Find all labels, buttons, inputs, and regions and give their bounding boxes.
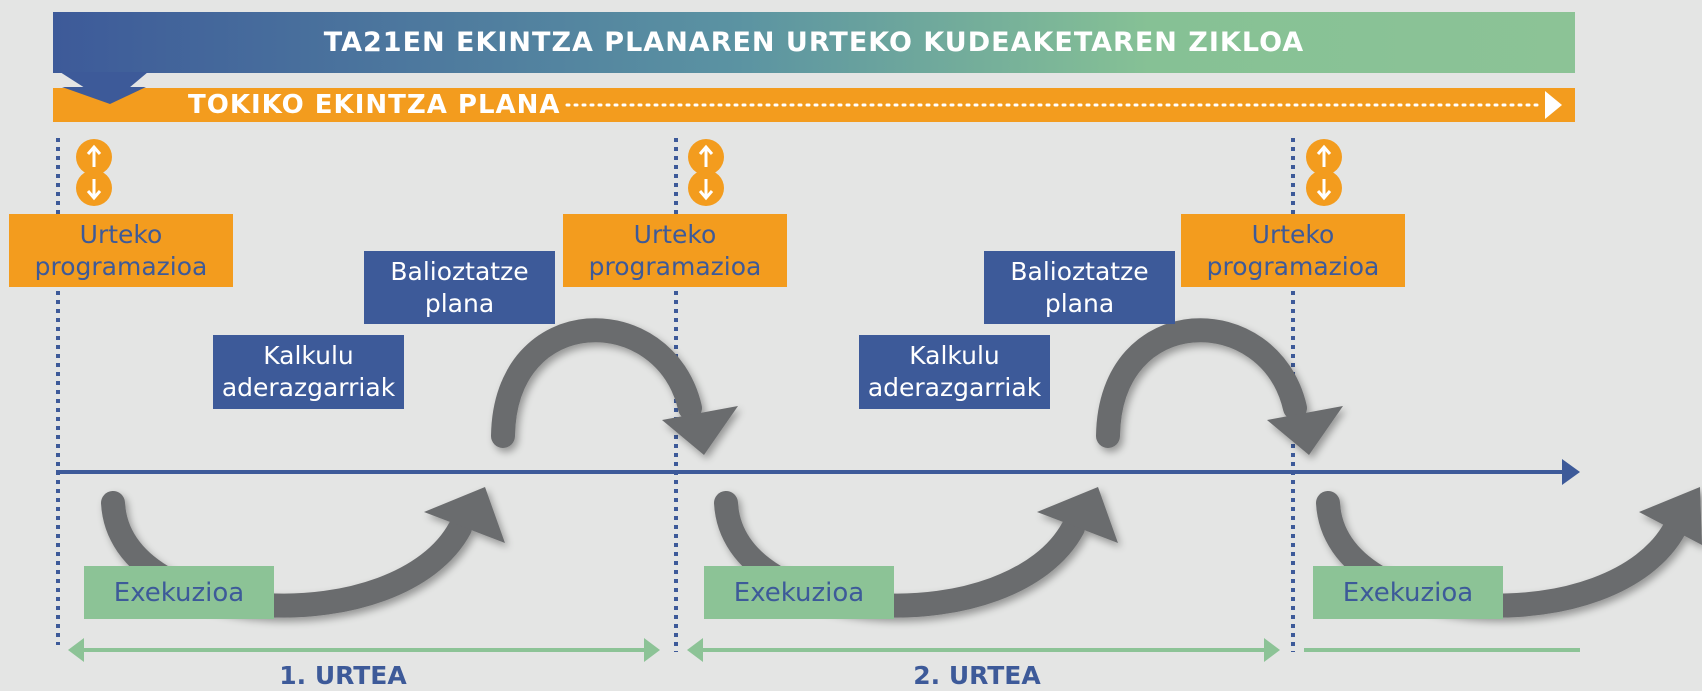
box-line: Balioztatze <box>1010 256 1149 286</box>
curved-arrow-icon <box>424 487 505 543</box>
box-line: plana <box>1044 288 1115 318</box>
curved-arrow-icon <box>1267 406 1343 455</box>
curved-arrow-icon <box>662 406 738 455</box>
box-line: Exekuzioa <box>1342 577 1474 608</box>
box-line: Urteko <box>633 219 717 249</box>
curved-arrow-icon <box>491 318 702 448</box>
balioztatze-plana-box: Balioztatze plana <box>364 251 555 324</box>
title-banner <box>53 12 1575 73</box>
up-down-arrows-icon <box>76 139 112 206</box>
box-line: Urteko <box>1251 219 1335 249</box>
up-down-arrows-icon <box>688 139 724 206</box>
year-span-2 <box>687 638 1280 662</box>
box-line: programazioa <box>1206 251 1380 281</box>
up-down-arrows-icon <box>1306 139 1342 206</box>
curved-arrow-icon <box>1037 487 1118 543</box>
year-span-1 <box>68 638 660 662</box>
year-label: 2. URTEA <box>913 661 1041 690</box>
urteko-programazioa-box: Urteko programazioa <box>9 214 233 287</box>
box-line: Kalkulu <box>263 341 354 370</box>
curved-arrow-icon <box>1096 318 1307 448</box>
curved-arrow-icon <box>1639 487 1702 545</box>
timeline-arrowhead <box>1562 459 1580 485</box>
box-line: Exekuzioa <box>733 577 865 608</box>
plan-label: TOKIKO EKINTZA PLANA <box>188 90 561 120</box>
year-label: 1. URTEA <box>279 661 407 690</box>
box-line: Kalkulu <box>909 341 1000 370</box>
box-line: aderazgarriak <box>221 373 396 402</box>
box-line: Urteko <box>79 219 163 249</box>
box-line: Exekuzioa <box>113 577 245 608</box>
plan-arrowhead <box>1545 91 1562 119</box>
urteko-programazioa-box: Urteko programazioa <box>1181 214 1405 287</box>
box-line: programazioa <box>588 251 762 281</box>
box-line: plana <box>424 288 495 318</box>
box-line: Balioztatze <box>390 256 529 286</box>
urteko-programazioa-box: Urteko programazioa <box>563 214 787 287</box>
exekuzioa-box: Exekuzioa <box>704 566 894 619</box>
box-line: aderazgarriak <box>867 373 1042 402</box>
box-line: programazioa <box>34 251 208 281</box>
kalkulu-aderazgarriak-box: Kalkulu aderazgarriak <box>213 335 404 409</box>
exekuzioa-box: Exekuzioa <box>1313 566 1503 619</box>
kalkulu-aderazgarriak-box: Kalkulu aderazgarriak <box>859 335 1050 409</box>
balioztatze-plana-box: Balioztatze plana <box>984 251 1175 324</box>
diagram-title: TA21EN EKINTZA PLANAREN URTEKO KUDEAKETA… <box>323 27 1305 58</box>
banner-pointer-overlay <box>62 87 146 104</box>
exekuzioa-box: Exekuzioa <box>84 566 274 619</box>
